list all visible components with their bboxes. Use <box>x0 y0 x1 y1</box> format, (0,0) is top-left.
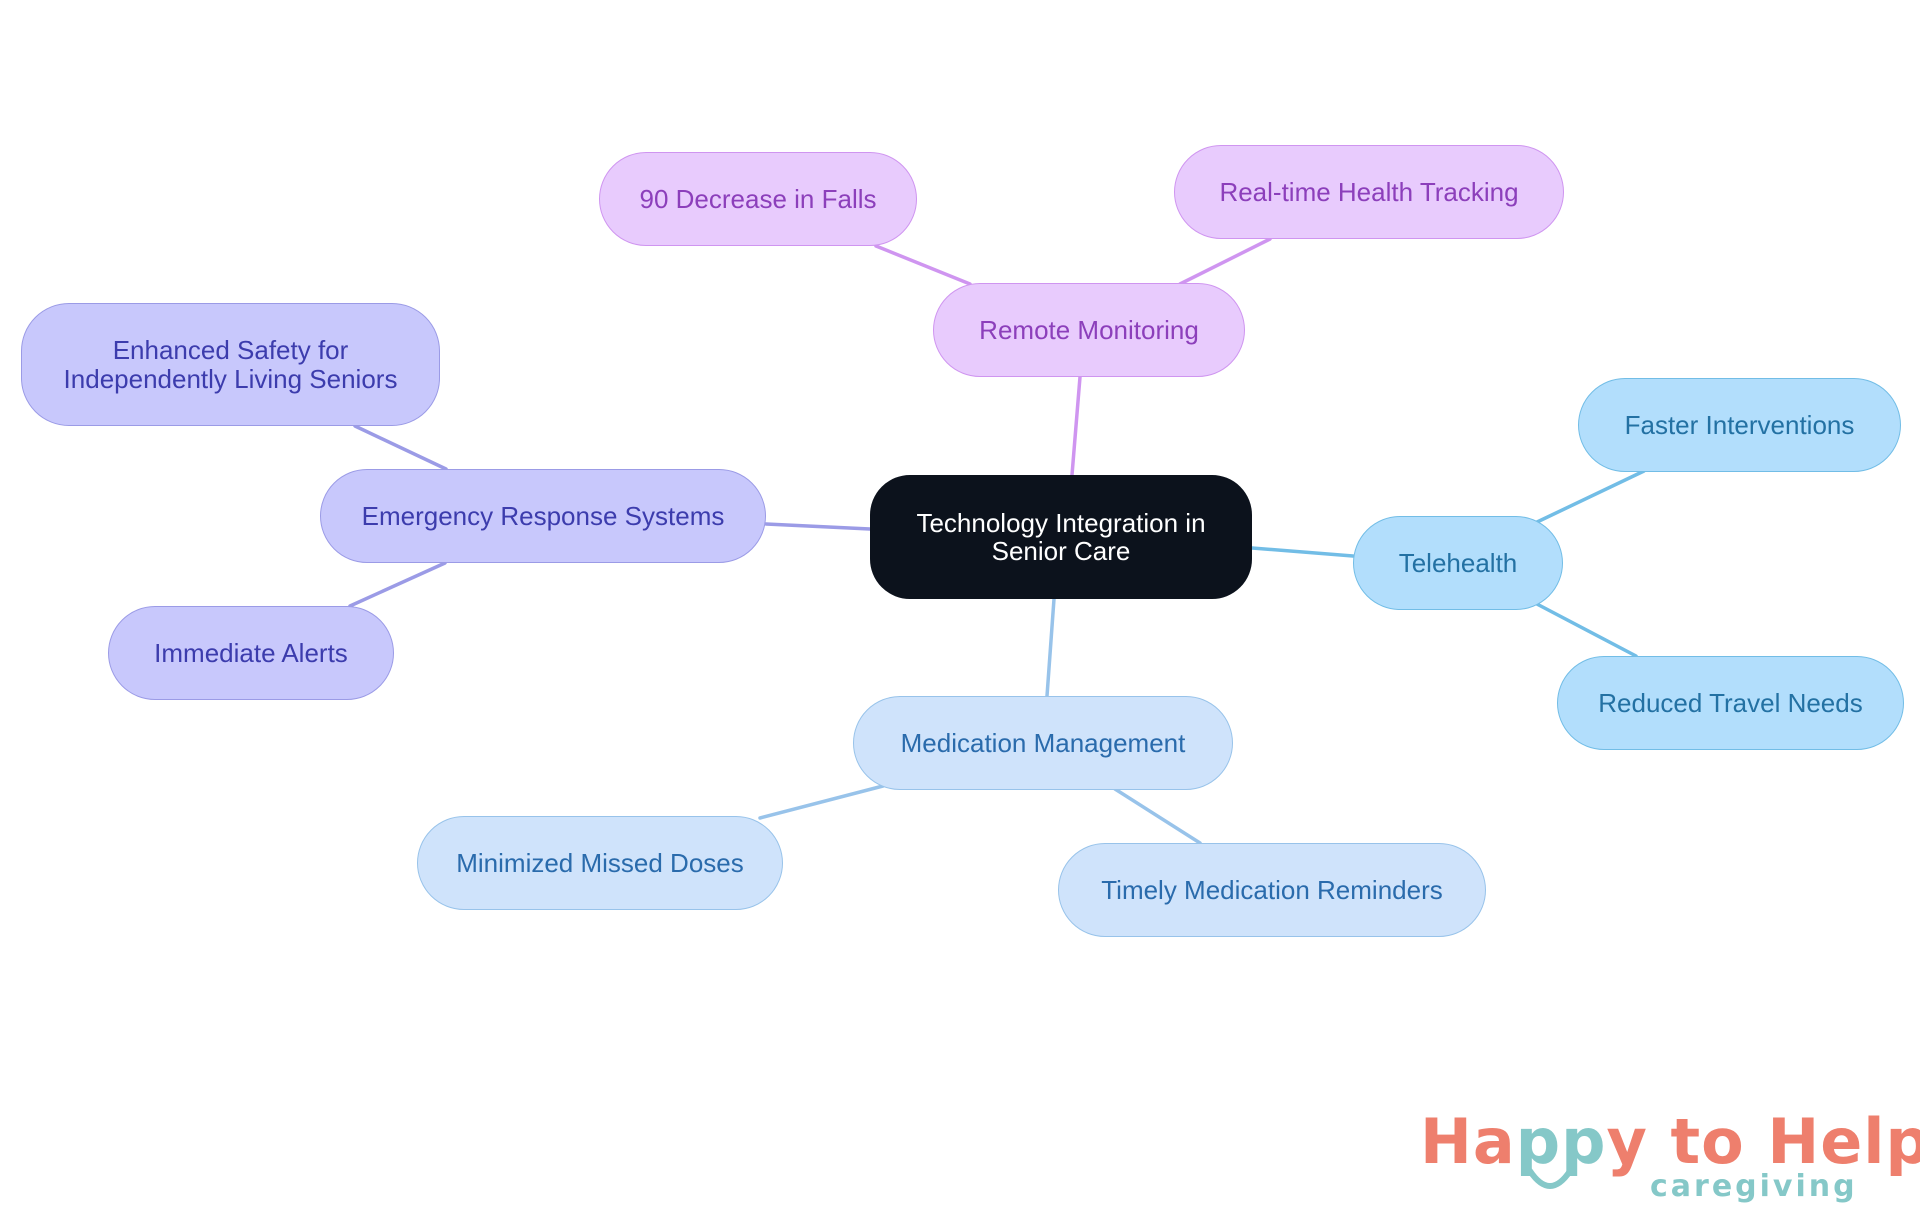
brand-logo: Happy to Help caregiving <box>1420 1105 1920 1210</box>
leaf-label: Immediate Alerts <box>154 637 348 668</box>
branch-node-telehealth: Telehealth <box>1353 516 1563 610</box>
branch-node-remote-monitoring: Remote Monitoring <box>933 283 1245 377</box>
leaf-node-reduced-travel-needs: Reduced Travel Needs <box>1557 656 1904 750</box>
edge-remote-to-falls <box>874 244 972 286</box>
leaf-label: Minimized Missed Doses <box>456 847 744 878</box>
leaf-node-real-time-health-tracking: Real-time Health Tracking <box>1174 145 1564 239</box>
leaf-label: Reduced Travel Needs <box>1598 687 1863 718</box>
edge-root-to-medication <box>1045 597 1056 698</box>
logo-text-start: Ha <box>1420 1105 1516 1178</box>
branch-node-medication-management: Medication Management <box>853 696 1233 790</box>
root-node-label: Technology Integration in Senior Care <box>916 507 1206 566</box>
edge-root-to-emergency <box>764 522 872 531</box>
branch-label: Emergency Response Systems <box>361 500 725 531</box>
branch-label: Remote Monitoring <box>979 314 1199 345</box>
root-node: Technology Integration in Senior Care <box>870 475 1252 599</box>
edge-root-to-telehealth <box>1250 546 1355 558</box>
leaf-node-minimized-missed-doses: Minimized Missed Doses <box>417 816 783 910</box>
edge-medication-to-missed <box>758 784 885 820</box>
leaf-node-timely-medication-reminders: Timely Medication Reminders <box>1058 843 1486 937</box>
leaf-label: 90 Decrease in Falls <box>639 183 877 214</box>
leaf-label: Enhanced Safety for Independently Living… <box>63 335 398 394</box>
logo-subtitle: caregiving <box>1650 1169 1858 1204</box>
edge-telehealth-to-travel <box>1533 601 1638 658</box>
branch-node-emergency-response-systems: Emergency Response Systems <box>320 469 766 563</box>
logo-text-end: y to Help <box>1606 1105 1920 1178</box>
logo-text-pp: pp <box>1515 1105 1607 1178</box>
leaf-node-immediate-alerts: Immediate Alerts <box>108 606 394 700</box>
logo-wordmark: Happy to Help <box>1420 1105 1920 1178</box>
branch-label: Telehealth <box>1398 547 1518 578</box>
edge-emergency-to-alerts <box>348 561 447 608</box>
leaf-label: Faster Interventions <box>1624 409 1855 440</box>
edge-remote-to-realtime <box>1178 237 1272 286</box>
edge-medication-to-reminders <box>1113 787 1202 845</box>
edge-emergency-to-safety <box>353 424 448 471</box>
branch-label: Medication Management <box>900 727 1186 758</box>
leaf-node-faster-interventions: Faster Interventions <box>1578 378 1901 472</box>
leaf-node-decrease-in-falls: 90 Decrease in Falls <box>599 152 917 246</box>
leaf-label: Real-time Health Tracking <box>1219 176 1519 207</box>
edge-root-to-remote <box>1070 375 1082 477</box>
leaf-label: Timely Medication Reminders <box>1101 874 1443 905</box>
smile-icon <box>1527 1168 1573 1189</box>
leaf-node-enhanced-safety: Enhanced Safety for Independently Living… <box>21 303 440 426</box>
edge-telehealth-to-faster <box>1533 469 1646 525</box>
